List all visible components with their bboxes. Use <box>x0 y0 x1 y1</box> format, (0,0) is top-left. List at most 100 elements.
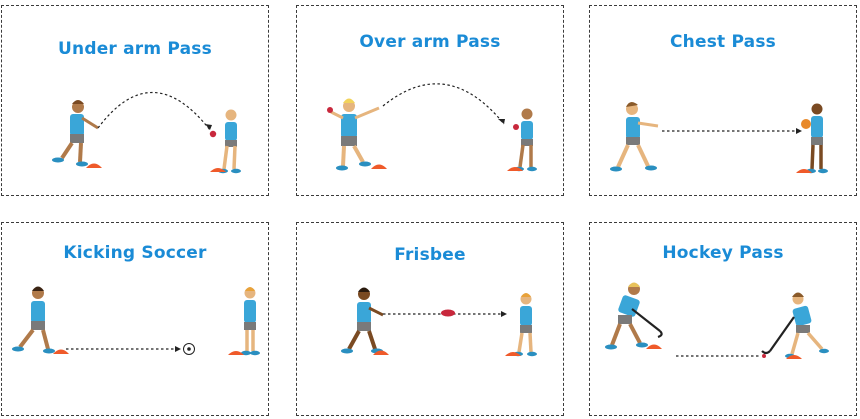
cone <box>210 168 226 172</box>
illustration-part <box>341 114 357 138</box>
thrower-figure <box>341 287 384 354</box>
illustration-part <box>637 121 659 128</box>
illustration-part <box>341 145 346 167</box>
illustration-part <box>367 330 377 350</box>
illustration-part <box>336 165 348 171</box>
receiver-figure <box>801 103 828 174</box>
illustration-part <box>513 124 519 130</box>
cone <box>646 344 662 349</box>
illustration-part <box>330 110 344 120</box>
illustration-part <box>76 161 88 167</box>
illustration-part <box>636 144 650 167</box>
ball-icon <box>209 130 217 138</box>
illustration-part <box>175 346 181 352</box>
card-under-arm-pass: Under arm Pass <box>1 5 269 196</box>
pass-trajectory <box>382 83 505 125</box>
under-arm-pass-illustration <box>52 92 241 174</box>
illustration-part <box>81 116 99 130</box>
illustration-part <box>501 311 507 317</box>
card-title: Hockey Pass <box>662 243 784 263</box>
illustration-part <box>806 331 824 351</box>
illustration-part <box>31 321 45 330</box>
basketball-icon <box>801 119 811 129</box>
cone <box>786 355 802 359</box>
illustration-part <box>31 301 45 323</box>
illustration-part <box>605 344 617 350</box>
illustration-part <box>811 137 823 145</box>
illustration-part <box>357 322 371 331</box>
cone <box>228 351 244 355</box>
illustration-part <box>60 141 74 160</box>
kicking-soccer-illustration <box>12 286 260 356</box>
illustration-part <box>618 315 632 324</box>
card-over-arm-pass: Over arm Pass <box>296 5 564 196</box>
illustration-part <box>225 109 237 121</box>
illustration-part <box>341 136 357 146</box>
illustration-part <box>70 114 84 136</box>
illustration-part <box>626 101 638 107</box>
cone <box>86 163 102 168</box>
illustration-part <box>358 287 370 292</box>
illustration-part <box>368 306 384 317</box>
illustration-part <box>818 168 828 174</box>
illustration-part <box>518 144 525 168</box>
over-arm-pass-illustration <box>327 83 537 172</box>
illustration-part <box>354 106 380 120</box>
illustration-part <box>357 302 371 324</box>
hockey-stick <box>769 316 795 352</box>
cone <box>507 167 523 171</box>
hitter-figure <box>605 282 663 350</box>
receiver-figure <box>218 109 241 174</box>
receiver-figure <box>513 293 537 357</box>
illustration-part <box>636 342 648 348</box>
hockey-pass-illustration <box>605 282 829 359</box>
card-title: Under arm Pass <box>58 39 212 59</box>
illustration-part <box>521 293 531 297</box>
illustration-part <box>498 119 505 124</box>
cone <box>505 352 521 356</box>
illustration-part <box>232 145 237 170</box>
kicker-figure <box>12 286 55 354</box>
illustration-part <box>250 350 260 356</box>
card-frisbee: Frisbee <box>296 222 564 416</box>
illustration-part <box>628 323 642 344</box>
illustration-part <box>610 323 622 346</box>
illustration-part <box>645 165 657 171</box>
illustration-part <box>244 300 256 323</box>
illustration-part <box>341 348 353 354</box>
illustration-part <box>41 329 50 350</box>
illustration-part <box>811 103 823 115</box>
thrower-figure <box>52 100 99 167</box>
thrower-figure <box>327 98 380 171</box>
card-title: Over arm Pass <box>359 32 501 52</box>
illustration-part <box>792 305 812 327</box>
card-chest-pass: Chest Pass <box>589 5 857 196</box>
illustration-part <box>796 325 810 333</box>
illustration-part <box>52 157 64 163</box>
illustration-part <box>245 287 255 291</box>
illustration-part <box>610 166 622 172</box>
frisbee-illustration <box>341 287 537 357</box>
card-hockey-pass: Hockey Pass <box>589 222 857 416</box>
illustration-part <box>628 282 640 287</box>
illustration-part <box>796 128 802 134</box>
illustration-part <box>327 107 333 113</box>
illustration-part <box>517 332 524 353</box>
passer-figure <box>610 101 659 172</box>
receiver-figure <box>241 287 260 356</box>
frisbee-icon <box>441 309 455 317</box>
illustration-part <box>43 348 55 354</box>
illustration-part <box>521 108 533 120</box>
illustration-part <box>359 161 371 167</box>
illustration-part <box>343 98 355 103</box>
illustration-part <box>521 139 533 146</box>
illustration-part <box>187 347 191 351</box>
cone <box>371 164 387 169</box>
illustration-part <box>72 100 84 104</box>
illustration-part <box>520 306 532 326</box>
illustration-part <box>32 286 44 291</box>
illustration-part <box>819 348 829 354</box>
cone <box>373 350 389 355</box>
illustration-part <box>811 116 823 138</box>
illustration-part <box>241 350 251 356</box>
